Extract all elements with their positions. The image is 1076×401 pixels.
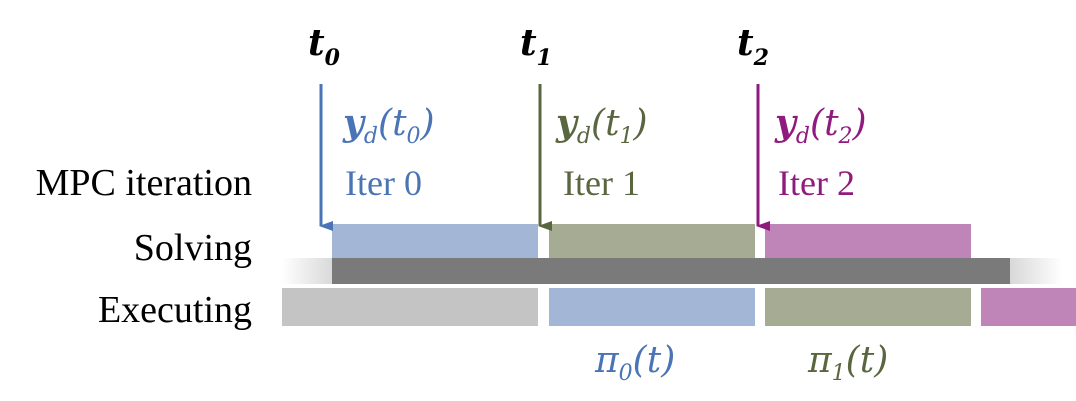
time-label-t2: t2 — [737, 22, 769, 71]
time-label-t0: t0 — [308, 22, 341, 71]
executing-block-policy1 — [765, 288, 971, 326]
solving-block-iter2 — [765, 224, 971, 260]
timeline-fade-right — [1010, 258, 1062, 284]
iteration-label-1: Iter 1 — [563, 163, 640, 203]
solving-block-iter0 — [332, 224, 538, 260]
solving-block-iter1 — [549, 224, 755, 260]
timeline-fade-left — [282, 258, 334, 284]
executing-block-previous — [282, 288, 538, 326]
reference-label-1: yd(t1) — [555, 102, 648, 149]
executing-block-policy0 — [549, 288, 755, 326]
row-label-solving: Solving — [134, 227, 252, 269]
iteration-label-2: Iter 2 — [778, 163, 855, 203]
policy-label-0: π0(t) — [594, 340, 675, 386]
timeline-bar — [332, 258, 1010, 284]
row-label-mpc-iteration: MPC iteration — [36, 162, 252, 204]
row-label-executing: Executing — [98, 289, 252, 331]
time-label-t1: t1 — [520, 22, 552, 71]
executing-block-policy2 — [981, 288, 1076, 326]
policy-label-1: π1(t) — [807, 340, 888, 386]
reference-label-2: yd(t2) — [774, 102, 867, 149]
iteration-label-0: Iter 0 — [345, 163, 422, 203]
reference-label-0: yd(t0) — [342, 102, 435, 149]
